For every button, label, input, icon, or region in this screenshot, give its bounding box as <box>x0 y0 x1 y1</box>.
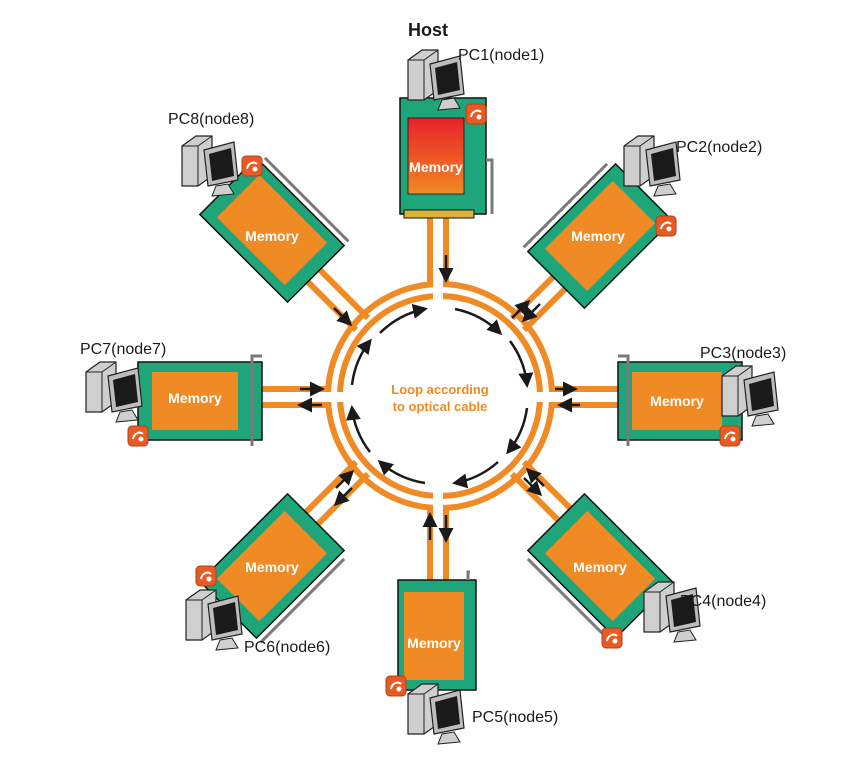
memory-block-pc7 <box>152 372 238 430</box>
software-logo-icon <box>465 103 487 125</box>
node-label-pc8: PC8(node8) <box>168 111 254 128</box>
software-logo-icon <box>127 425 149 447</box>
memory-block-pc1 <box>407 117 465 195</box>
memory-label: Memory <box>168 390 222 406</box>
memory-block-pc6 <box>216 510 328 622</box>
node-label-pc4: PC4(node4) <box>680 593 766 610</box>
software-logo-icon <box>719 425 741 447</box>
ring-junctions <box>324 280 556 512</box>
memory-label: Memory <box>407 635 461 651</box>
software-logo-icon <box>601 627 623 649</box>
memory-block-pc5 <box>404 592 464 680</box>
memory-label: Memory <box>650 393 704 409</box>
node-label-pc6: PC6(node6) <box>244 639 330 656</box>
memory-label: Memory <box>245 228 299 244</box>
computer-icon <box>181 135 239 197</box>
card-pc1: Memory <box>399 97 494 219</box>
node-label-pc3: PC3(node3) <box>700 345 786 362</box>
node-label-pc5: PC5(node5) <box>472 709 558 726</box>
computer-icon <box>407 683 465 745</box>
loop-label-line1: Loop according <box>391 382 489 397</box>
software-logo-icon <box>195 565 217 587</box>
computer-icon <box>85 361 143 423</box>
node-label-pc2: PC2(node2) <box>676 139 762 156</box>
memory-block-pc4 <box>544 510 656 622</box>
memory-label: Memory <box>571 228 625 244</box>
computer-icon <box>643 581 701 643</box>
loop-label-line2: to optical cable <box>393 399 488 414</box>
memory-block-pc2 <box>544 180 656 292</box>
ring-arrows <box>345 303 534 489</box>
software-logo-icon <box>655 215 677 237</box>
memory-block-pc8 <box>216 174 328 286</box>
software-logo-icon <box>385 675 407 697</box>
node-label-pc1: PC1(node1) <box>458 47 544 64</box>
host-label: Host <box>408 20 448 40</box>
memory-label: Memory <box>245 559 299 575</box>
computer-icon <box>185 589 243 651</box>
memory-label: Memory <box>409 159 463 175</box>
memory-label: Memory <box>573 559 627 575</box>
card-pc7: Memory <box>137 354 263 446</box>
cable-arrows <box>297 255 580 543</box>
node-label-pc7: PC7(node7) <box>80 341 166 358</box>
card-pc5: Memory <box>397 570 477 691</box>
card-pc2 <box>522 162 674 310</box>
software-logo-icon <box>241 155 263 177</box>
memory-block-pc3 <box>632 372 722 430</box>
